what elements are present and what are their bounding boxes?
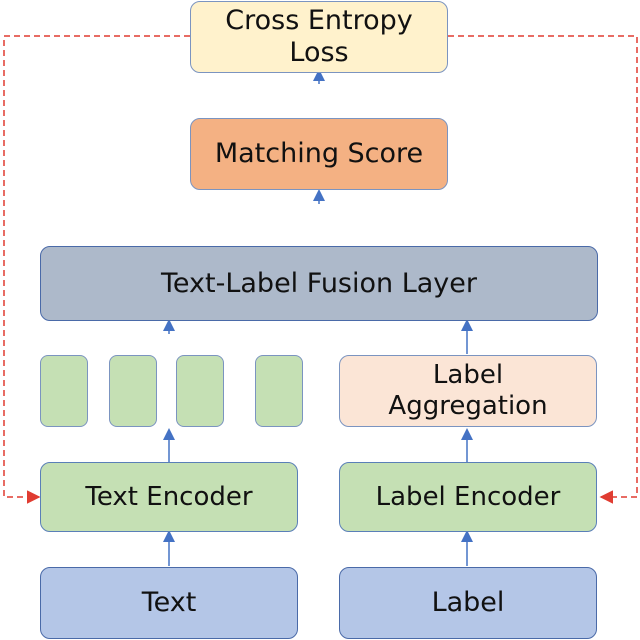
label-encoder-node: Label Encoder — [339, 462, 597, 532]
text-label-fusion-layer-node: Text-Label Fusion Layer — [40, 246, 598, 321]
token-embedding-1 — [40, 355, 88, 427]
token-embedding-3 — [176, 355, 224, 427]
cross-entropy-loss-node: Cross Entropy Loss — [190, 1, 448, 73]
token-embedding-2 — [109, 355, 157, 427]
label-input-node: Label — [339, 567, 597, 639]
text-input-node: Text — [40, 567, 298, 639]
label-aggregation-node: Label Aggregation — [339, 355, 597, 427]
token-embedding-4 — [255, 355, 303, 427]
text-encoder-node: Text Encoder — [40, 462, 298, 532]
matching-score-node: Matching Score — [190, 118, 448, 190]
